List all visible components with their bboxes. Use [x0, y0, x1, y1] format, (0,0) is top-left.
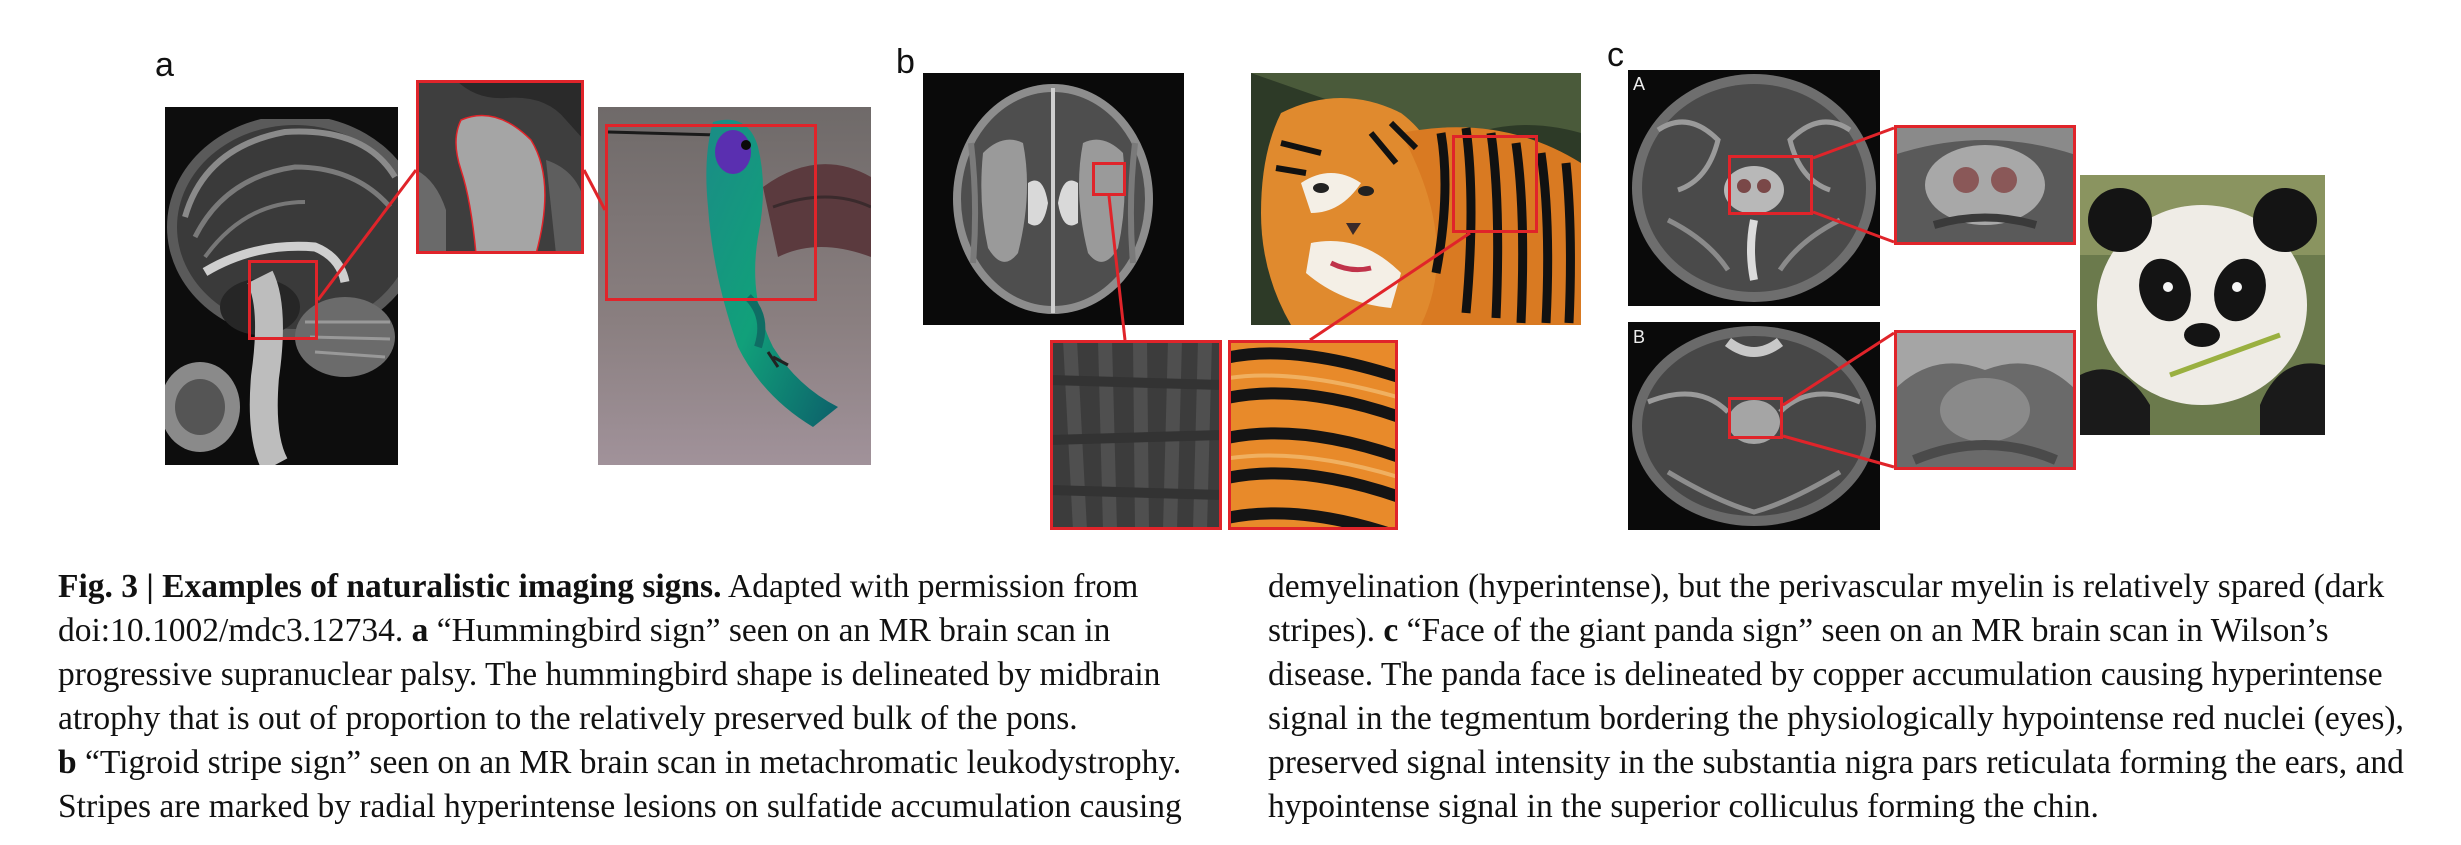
midbrain-zoom-image	[416, 80, 584, 254]
caption-c-letter: c	[1383, 612, 1399, 649]
inset-label-b: B	[1633, 327, 1646, 347]
figure-label: Fig. 3 | Examples of naturalistic imagin…	[58, 568, 722, 605]
caption-b-text-left: “Tigroid stripe sign” seen on an MR brai…	[58, 744, 1182, 825]
panda-zoom-frame-a	[1894, 125, 2076, 245]
caption-a-text: “Hummingbird sign” seen on an MR brain s…	[58, 612, 1161, 737]
hummingbird-photo	[598, 107, 871, 465]
panel-label-a: a	[155, 46, 174, 84]
caption-a-letter: a	[411, 612, 429, 649]
panda-face-zoom-image-b	[1894, 330, 2076, 470]
mri-stripe-highlight-box	[1092, 162, 1126, 196]
inset-label-a: A	[1633, 74, 1646, 94]
panda-zoom-frame-b	[1894, 330, 2076, 470]
caption-intro: Adapted with permission from doi:10.1002…	[58, 568, 1139, 649]
midbrain-highlight-box-b	[1728, 397, 1783, 439]
panda-face-zoom-image-a	[1894, 125, 2076, 245]
caption-b-letter: b	[58, 744, 77, 781]
caption-b-text-right: demyelination (hyperintense), but the pe…	[1268, 568, 2385, 649]
panel-label-c: c	[1607, 36, 1624, 74]
hummingbird-shape-box	[605, 124, 817, 301]
midbrain-highlight-box-a	[1728, 155, 1813, 215]
tiger-fur-zoom-frame	[1228, 340, 1398, 530]
axial-mri-tigroid-image	[923, 73, 1184, 325]
mri-stripe-zoom-image	[1050, 340, 1222, 530]
tiger-fur-zoom-image	[1228, 340, 1398, 530]
caption-c-text: “Face of the giant panda sign” seen on a…	[1268, 612, 2404, 825]
tiger-stripe-highlight-box	[1452, 135, 1538, 233]
mri-stripe-zoom-frame	[1050, 340, 1222, 530]
zoom-frame-box	[416, 80, 584, 254]
giant-panda-photo	[2080, 175, 2325, 435]
mri-region-highlight-box	[248, 260, 318, 340]
panel-label-b: b	[896, 43, 915, 81]
figure-caption-right-column: demyelination (hyperintense), but the pe…	[1268, 565, 2438, 829]
figure-caption-left-column: Fig. 3 | Examples of naturalistic imagin…	[58, 565, 1228, 829]
